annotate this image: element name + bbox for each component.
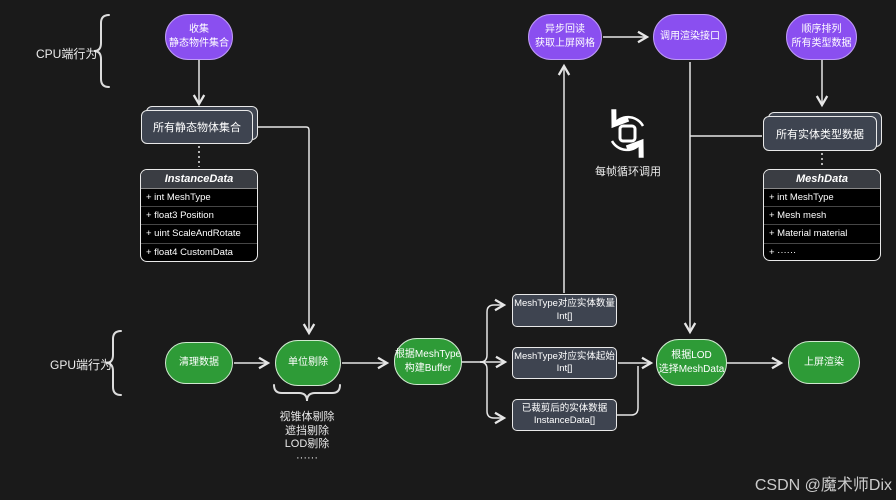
node-cull-line1: 单位剔除 <box>288 357 328 368</box>
node-clear-line1: 清理数据 <box>179 357 219 368</box>
loop-caption: 每帧循环调用 <box>595 166 661 178</box>
class-instancedata-row: + uint ScaleAndRotate <box>141 225 257 244</box>
loop-icon <box>610 109 645 158</box>
cull-underbrace <box>273 384 341 402</box>
node-select-lod: 根据LOD 选择MeshData <box>656 339 727 386</box>
cull-method-item: 视锥体剔除 <box>279 411 335 423</box>
arrow-build-to-culled <box>479 361 507 425</box>
node-async-line2: 获取上屏网格 <box>535 38 595 49</box>
cull-method-item: ······ <box>296 451 318 464</box>
node-collect: 收集 静态物件集合 <box>165 14 233 60</box>
node-clear-data: 清理数据 <box>165 342 233 384</box>
node-collect-line2: 静态物件集合 <box>169 38 229 49</box>
link-culled-to-lod <box>616 366 639 416</box>
node-call-render-line1: 调用渲染接口 <box>660 31 720 42</box>
node-sort-line1: 顺序排列 <box>801 24 842 35</box>
stack-static-objects: 所有静态物体集合 <box>141 106 258 144</box>
cull-method-item: LOD剔除 <box>284 438 330 450</box>
node-sort-types: 顺序排列 所有类型数据 <box>786 14 857 60</box>
stack-entity-types-label: 所有实体类型数据 <box>763 116 877 151</box>
buffer-culled-box: 已裁剪后的实体数据 InstanceData[] <box>512 399 617 431</box>
node-present: 上屏渲染 <box>788 341 860 384</box>
class-meshdata-title: MeshData <box>764 170 880 189</box>
buffer-count-line2: Int[] <box>556 310 573 322</box>
class-instancedata-row: + int MeshType <box>141 189 257 208</box>
node-sort-line2: 所有类型数据 <box>791 38 852 49</box>
class-meshdata-row: + Material material <box>764 225 880 244</box>
class-meshdata-row: + ······ <box>769 246 797 258</box>
class-instancedata-title: InstanceData <box>141 170 257 189</box>
node-async-readback: 异步回读 获取上屏网格 <box>528 14 602 60</box>
buffer-start-box: MeshType对应实体起始 Int[] <box>512 347 617 379</box>
cull-methods-list: 视锥体剔除 遮挡剔除 LOD剔除 ······ <box>262 411 352 465</box>
arrow-static-to-cull <box>253 126 316 336</box>
watermark: CSDN @魔术师Dix <box>754 477 892 494</box>
buffer-start-line2: Int[] <box>556 363 573 374</box>
stack-entity-types: 所有实体类型数据 <box>763 112 882 151</box>
node-call-render: 调用渲染接口 <box>653 14 727 60</box>
class-instancedata-row: + float4 CustomData <box>146 246 233 258</box>
node-collect-line1: 收集 <box>189 24 209 35</box>
node-async-line1: 异步回读 <box>545 24 585 35</box>
class-instancedata-row: + float3 Position <box>141 207 257 226</box>
class-instancedata: InstanceData + int MeshType + float3 Pos… <box>140 169 258 262</box>
buffer-culled-line1: 已裁剪后的实体数据 <box>521 402 608 414</box>
buffer-start-line1: MeshType对应实体起始 <box>514 350 615 362</box>
node-unit-cull: 单位剔除 <box>275 340 341 386</box>
arrow-build-to-count <box>479 298 507 363</box>
stack-static-objects-label: 所有静态物体集合 <box>141 110 253 144</box>
cpu-side-label: CPU端行为 <box>36 47 98 61</box>
buffer-count-line1: MeshType对应实体数量 <box>514 298 615 309</box>
node-lod-line2: 选择MeshData <box>658 363 725 375</box>
class-meshdata-row: + Mesh mesh <box>764 207 880 226</box>
gpu-side-label: GPU端行为 <box>50 358 113 372</box>
class-meshdata: MeshData + int MeshType + Mesh mesh + Ma… <box>763 169 881 261</box>
node-build-buffer: 根据MeshType 构建Buffer <box>394 338 462 385</box>
buffer-count-box: MeshType对应实体数量 Int[] <box>512 294 617 327</box>
node-lod-line1: 根据LOD <box>671 349 712 361</box>
class-meshdata-row: + int MeshType <box>764 189 880 208</box>
node-build-line1: 根据MeshType <box>394 348 462 360</box>
buffer-culled-line2: InstanceData[] <box>533 415 596 426</box>
node-build-line2: 构建Buffer <box>404 362 452 374</box>
node-present-line1: 上屏渲染 <box>804 356 844 368</box>
cull-method-item: 遮挡剔除 <box>285 424 329 437</box>
